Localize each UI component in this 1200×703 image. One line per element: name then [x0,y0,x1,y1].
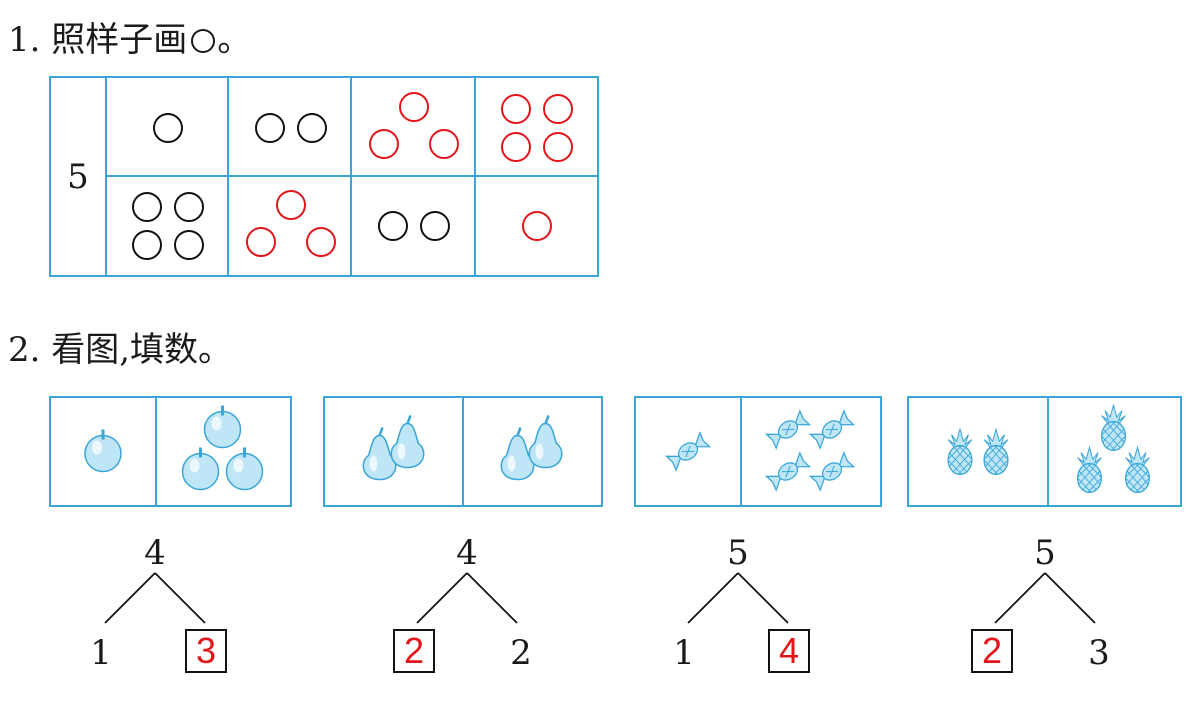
tree-branches [687,572,789,624]
tree-part: 1 [90,633,112,673]
answer-box[interactable]: 3 [185,629,227,673]
drawn-circle [542,131,573,162]
drawn-circle [429,128,459,159]
circle-cell [476,177,597,275]
candy-icon [664,431,712,472]
tree-branches [416,572,518,624]
picture-illustration [84,405,264,491]
apple-icon [203,405,242,449]
tree-part: 3 [1088,633,1110,673]
question-1-text: 1. 照样子画 [8,20,188,60]
sample-circle [174,230,204,260]
picture-illustration [362,415,563,481]
sample-circle [296,112,327,143]
drawn-circle [275,190,306,220]
drawn-circle [245,227,276,257]
tree-total: 5 [1034,533,1056,573]
picture-divider [155,398,157,505]
candy-icon [764,451,812,492]
answer-box[interactable]: 2 [393,629,435,673]
question-1-period: 。 [217,20,252,60]
pear-icon [362,427,397,481]
circle-cell [229,177,352,275]
picture-illustration [947,403,1151,494]
picture-box [634,396,882,507]
number-tree: 5 1 4 [658,535,818,675]
candy-icon [764,409,812,450]
number-tree: 4 1 3 [75,535,235,675]
pear-icon [390,415,425,469]
sample-circle [420,211,450,241]
circle-drawing-table: 5 [49,76,599,277]
drawn-circle [305,227,336,257]
question-2-title: 2. 看图,填数。 [8,330,233,370]
total-number: 5 [51,78,107,275]
sample-circle [132,230,162,260]
tree-branches [104,572,206,624]
pineapple-icon [1100,403,1127,452]
picture-divider [1047,398,1049,505]
pineapple-icon [1124,445,1151,494]
number-tree: 5 2 3 [965,535,1125,675]
answer-box[interactable]: 2 [971,629,1013,673]
picture-box [907,396,1182,507]
sample-circle [378,211,408,241]
sample-circle [254,112,285,143]
pineapple-icon [947,427,973,476]
picture-box [49,396,292,507]
drawn-circle [542,93,573,124]
picture-divider [740,398,742,505]
circle-cell [229,78,352,177]
circle-icon [191,29,216,53]
circle-cell [107,177,229,275]
pineapple-icon [983,427,1009,476]
apple-icon [181,447,220,491]
apple-icon [225,447,264,491]
circle-cell [476,78,597,177]
tree-total: 5 [727,533,749,573]
circle-cell [107,78,229,177]
tree-part: 2 [510,633,532,673]
sample-circle [174,192,204,222]
drawn-circle [369,128,399,159]
candy-icon [808,451,856,492]
picture-illustration [664,409,856,492]
drawn-circle [500,131,531,162]
number-tree: 4 2 2 [387,535,547,675]
question-1-title: 1. 照样子画。 [8,20,251,60]
sample-circle [132,192,162,222]
picture-divider [462,398,464,505]
drawn-circle [521,211,552,241]
circle-cell [352,78,476,177]
pear-icon [500,427,535,481]
tree-total: 4 [456,533,478,573]
drawn-circle [500,93,531,124]
tree-branches [994,572,1096,624]
candy-icon [808,409,856,450]
pear-icon [528,415,563,469]
tree-part: 1 [673,633,695,673]
circle-cell [352,177,476,275]
tree-total: 4 [144,533,166,573]
sample-circle [153,112,183,143]
apple-icon [84,429,122,473]
picture-box [323,396,603,507]
answer-box[interactable]: 4 [768,629,810,673]
pineapple-icon [1076,445,1103,494]
drawn-circle [399,91,429,122]
